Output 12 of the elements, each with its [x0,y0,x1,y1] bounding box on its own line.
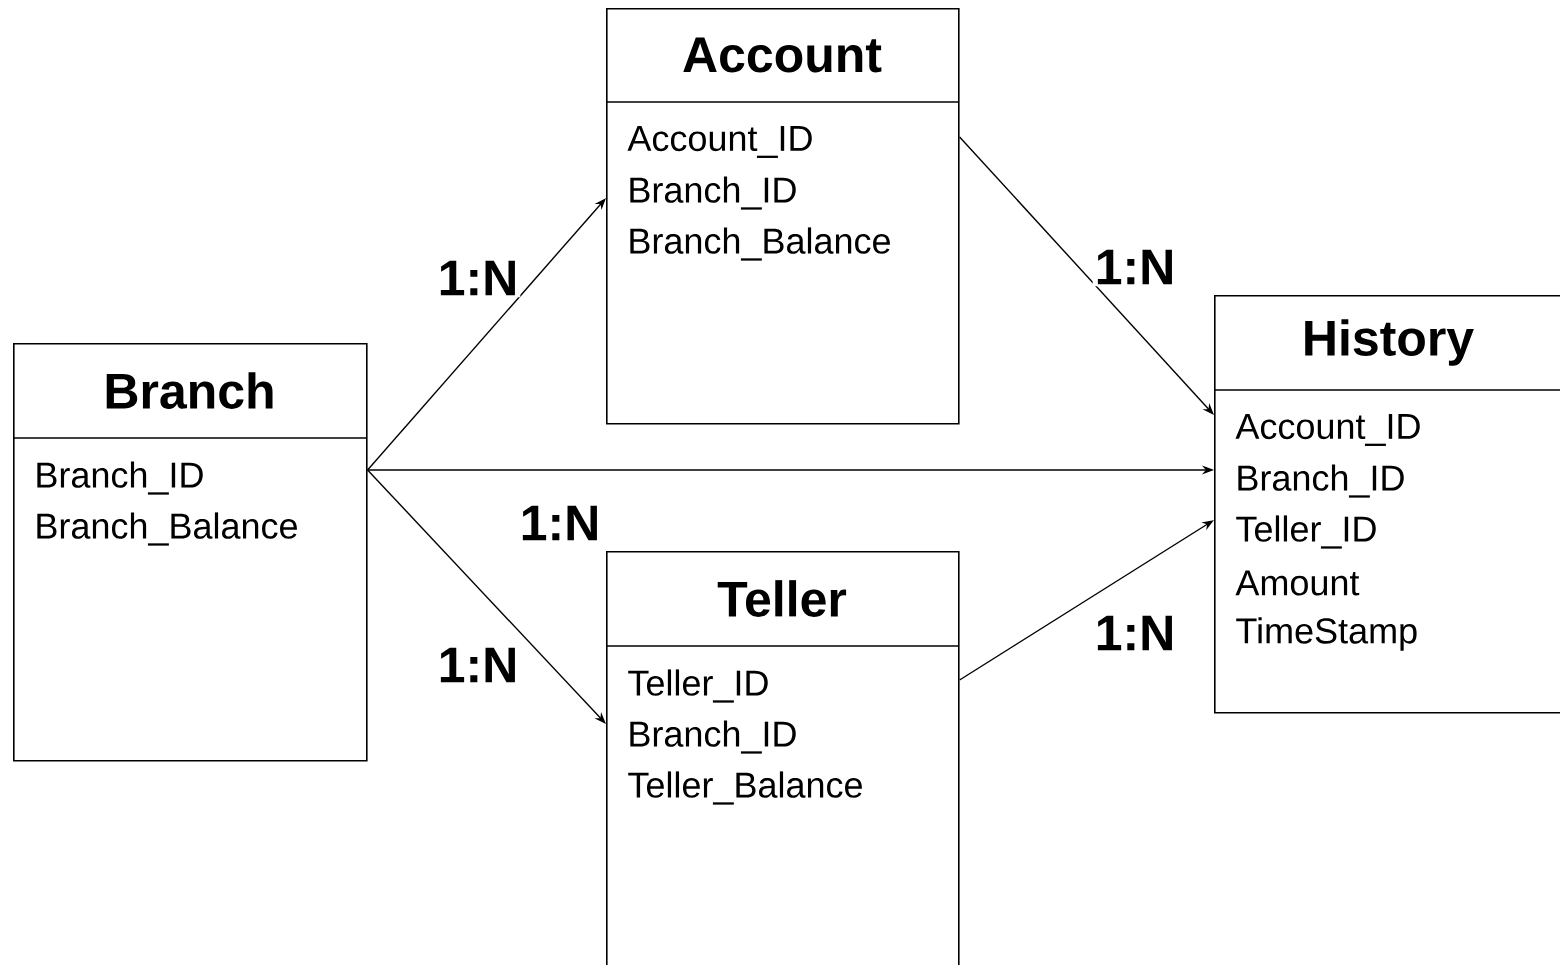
arrow [958,136,1214,415]
entity-box: Teller Teller_ID Branch_ID Teller_Balance [605,551,960,965]
arrow [366,469,606,724]
edge-label: 1:N [435,258,521,298]
entity-box: History Account_ID Branch_ID Teller_ID Amount TimeStamp [1213,295,1560,714]
edge-label: 1:N [1092,613,1178,653]
edge-label: 1:N [517,503,603,543]
arrow [366,198,606,471]
edge-label: 1:N [435,645,521,685]
entity-box: Account Account_ID Branch_ID Branch_Balance [605,8,960,425]
entity-box: Branch Branch_ID Branch_Balance [12,343,368,762]
edge-label: 1:N [1092,247,1178,287]
